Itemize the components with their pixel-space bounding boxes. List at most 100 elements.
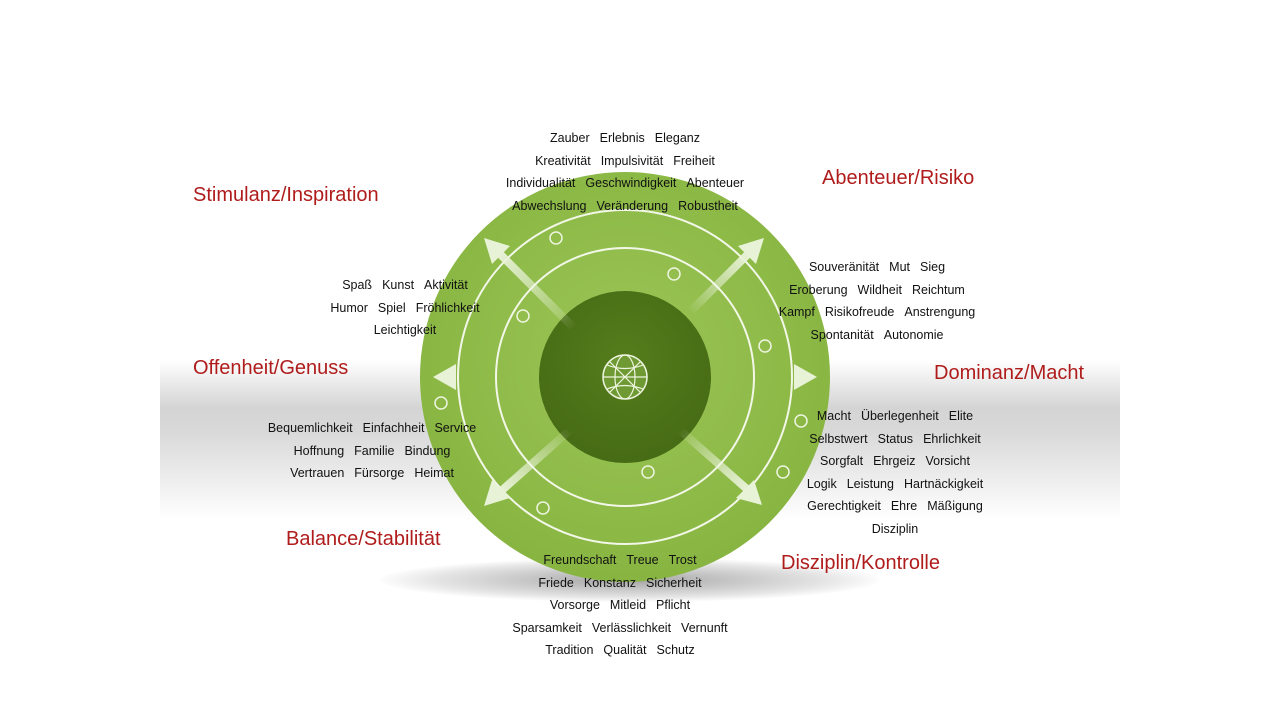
word-row: Macht Überlegenheit Elite	[796, 405, 994, 428]
value-word: Fürsorge	[354, 466, 405, 480]
arrow-down-left	[484, 427, 573, 506]
value-word: Risikofreude	[824, 305, 895, 319]
ring-marker	[776, 465, 790, 479]
word-row: Vorsorge Mitleid Pflicht	[495, 594, 745, 617]
value-word: Sparsamkeit	[512, 620, 582, 635]
value-word: Friede	[538, 575, 574, 590]
value-word: Impulsivität	[600, 153, 664, 168]
value-word: Geschwindigkeit	[585, 176, 677, 190]
value-word: Elite	[948, 409, 974, 423]
value-word: Individualität	[505, 176, 576, 190]
value-word: Konstanz	[583, 575, 636, 590]
value-word: Service	[434, 421, 477, 435]
value-word: Sorgfalt	[820, 454, 864, 468]
word-row: Individualität Geschwindigkeit Abenteuer	[490, 172, 760, 195]
value-word: Robustheit	[678, 198, 738, 213]
word-row: Gerechtigkeit Ehre Mäßigung	[796, 495, 994, 518]
category-offenheit: Offenheit/Genuss	[193, 357, 349, 379]
category-disziplin: Disziplin/Kontrolle	[781, 552, 940, 574]
value-word: Einfachheit	[362, 421, 425, 435]
value-word: Disziplin	[871, 521, 919, 536]
value-word: Kunst	[382, 278, 415, 292]
ring-marker	[549, 231, 563, 245]
value-word: Verlässlichkeit	[591, 620, 672, 635]
value-word: Sicherheit	[645, 575, 702, 590]
word-row: Friede Konstanz Sicherheit	[495, 572, 745, 595]
value-word: Qualität	[603, 643, 647, 657]
value-word: Mitleid	[609, 598, 647, 612]
arrow-left	[433, 364, 558, 390]
ring-marker	[667, 267, 681, 281]
word-row: Spaß Kunst Aktivität	[312, 274, 498, 297]
value-word: Vertrauen	[290, 466, 345, 480]
value-word: Logik	[806, 476, 837, 491]
word-row: Tradition Qualität Schutz	[495, 639, 745, 662]
ring-marker	[758, 339, 772, 353]
value-word: Spontanität	[810, 327, 874, 342]
value-word: Leichtigkeit	[373, 323, 437, 337]
category-stimulanz: Stimulanz/Inspiration	[193, 184, 379, 206]
value-word: Mäßigung	[927, 499, 983, 513]
arrow-up-left	[484, 238, 577, 331]
value-word: Zauber	[550, 131, 590, 145]
value-word: Gerechtigkeit	[807, 499, 881, 513]
value-word: Pflicht	[656, 598, 691, 612]
value-word: Veränderung	[596, 198, 669, 213]
value-word: Wildheit	[857, 282, 903, 297]
value-word: Macht	[816, 409, 851, 423]
category-balance: Balance/Stabilität	[286, 528, 441, 550]
value-word: Heimat	[414, 466, 454, 480]
value-word: Ehrlichkeit	[923, 431, 981, 446]
arrow-down-right	[677, 427, 762, 505]
value-word: Treue	[626, 553, 659, 567]
word-row: Bequemlichkeit Einfachheit Service	[254, 417, 490, 440]
value-word: Schutz	[656, 643, 695, 657]
value-word: Autonomie	[883, 327, 944, 342]
value-word: Sieg	[920, 260, 946, 274]
value-word: Bindung	[404, 443, 451, 458]
value-word: Vorsorge	[549, 598, 600, 612]
value-word: Hartnäckigkeit	[903, 476, 984, 491]
ring-marker	[434, 396, 448, 410]
ring-marker	[536, 501, 550, 515]
value-word: Spiel	[377, 300, 406, 315]
value-word: Kampf	[778, 305, 815, 319]
value-word: Anstrengung	[904, 305, 976, 319]
value-word: Aktivität	[424, 278, 468, 292]
word-row: Leichtigkeit	[312, 319, 498, 342]
value-word: Spaß	[342, 278, 373, 292]
value-word: Bequemlichkeit	[267, 421, 353, 435]
value-word: Ehrgeiz	[873, 454, 916, 468]
value-word: Kreativität	[535, 153, 591, 168]
value-word: Abenteuer	[686, 176, 745, 190]
word-row: Sorgfalt Ehrgeiz Vorsicht	[796, 450, 994, 473]
word-row: Spontanität Autonomie	[766, 324, 988, 347]
value-word: Eleganz	[654, 131, 700, 145]
ring-marker	[516, 309, 530, 323]
value-word: Ehre	[890, 499, 918, 513]
arrow-right	[690, 364, 817, 390]
value-word: Status	[877, 431, 914, 446]
value-word: Vorsicht	[925, 454, 970, 468]
value-word: Tradition	[545, 643, 594, 657]
value-word: Trost	[668, 553, 697, 567]
value-word: Hoffnung	[293, 443, 345, 458]
word-row: Disziplin	[796, 518, 994, 541]
value-word: Freiheit	[673, 153, 715, 168]
arrow-up-right	[687, 238, 764, 315]
value-word: Überlegenheit	[860, 409, 939, 423]
word-row: Vertrauen Fürsorge Heimat	[254, 462, 490, 485]
value-word: Humor	[330, 300, 368, 315]
